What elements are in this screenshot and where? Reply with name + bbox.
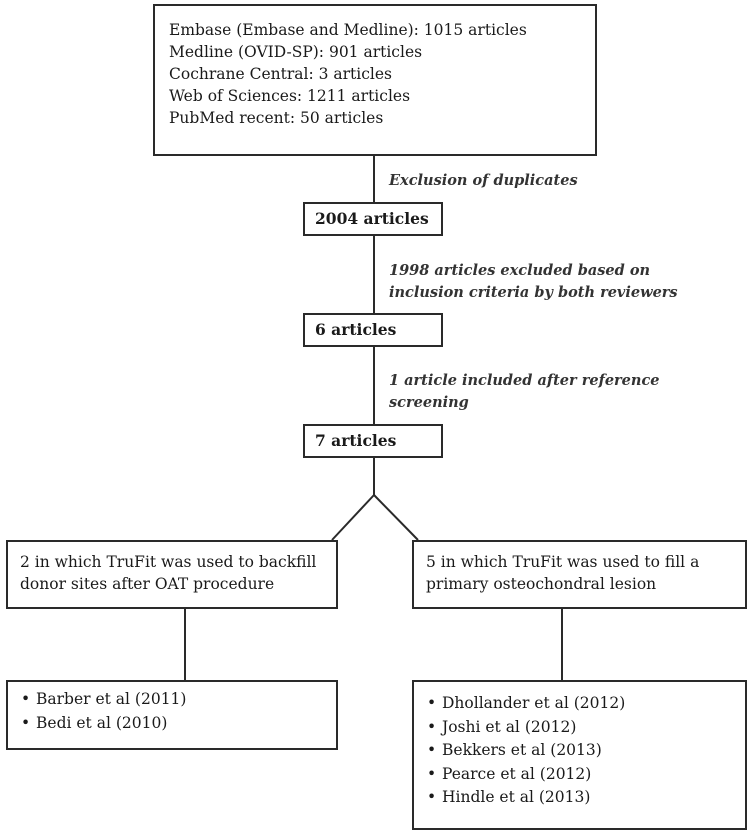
bullet-icon: • <box>21 690 31 708</box>
bullet-icon: • <box>427 717 437 736</box>
count-after-criteria: 6 articles <box>315 320 397 339</box>
study-item: •Dhollander et al (2012) <box>426 692 737 716</box>
box-7-articles: 7 articles <box>303 424 443 458</box>
branch-right-box: 5 in which TruFit was used to fill a pri… <box>412 540 747 609</box>
study-item: •Hindle et al (2013) <box>426 786 737 810</box>
source-line: PubMed recent: 50 articles <box>169 109 384 127</box>
box-6-articles: 6 articles <box>303 313 443 347</box>
source-line: Embase (Embase and Medline): 1015 articl… <box>169 21 527 39</box>
study-item: •Pearce et al (2012) <box>426 763 737 787</box>
bullet-icon: • <box>427 741 437 759</box>
note-reference-screening: 1 article included after reference scree… <box>389 372 660 411</box>
bullet-icon: • <box>21 713 31 732</box>
studies-right-box: •Dhollander et al (2012) •Joshi et al (2… <box>412 680 747 830</box>
source-line: Web of Sciences: 1211 articles <box>169 87 411 105</box>
box-2004-articles: 2004 articles <box>303 202 443 236</box>
count-after-dedup: 2004 articles <box>315 209 429 228</box>
connector-split-left <box>331 494 375 541</box>
branch-left-line: 2 in which TruFit was used to backfill <box>20 553 317 571</box>
study-item: •Joshi et al (2012) <box>426 716 737 740</box>
sources-box: Embase (Embase and Medline): 1015 articl… <box>153 4 597 156</box>
note-exclusion-duplicates: Exclusion of duplicates <box>389 172 578 189</box>
study-item: •Barber et al (2011) <box>20 688 328 712</box>
study-item: •Bedi et al (2010) <box>20 712 328 736</box>
branch-right-line: 5 in which TruFit was used to fill a <box>426 553 700 571</box>
source-line: Medline (OVID-SP): 901 articles <box>169 43 423 61</box>
branch-left-box: 2 in which TruFit was used to backfill d… <box>6 540 338 609</box>
bullet-icon: • <box>427 694 437 712</box>
note-criteria-exclusion: 1998 articles excluded based on inclusio… <box>389 262 678 301</box>
connector-split-right <box>373 494 419 541</box>
study-item: •Bekkers et al (2013) <box>426 739 737 763</box>
count-final: 7 articles <box>315 431 397 450</box>
source-line: Cochrane Central: 3 articles <box>169 65 392 83</box>
studies-left-box: •Barber et al (2011) •Bedi et al (2010) <box>6 680 338 750</box>
branch-right-line: primary osteochondral lesion <box>426 575 657 593</box>
bullet-icon: • <box>427 788 437 806</box>
bullet-icon: • <box>427 764 437 783</box>
branch-left-line: donor sites after OAT procedure <box>20 575 275 593</box>
